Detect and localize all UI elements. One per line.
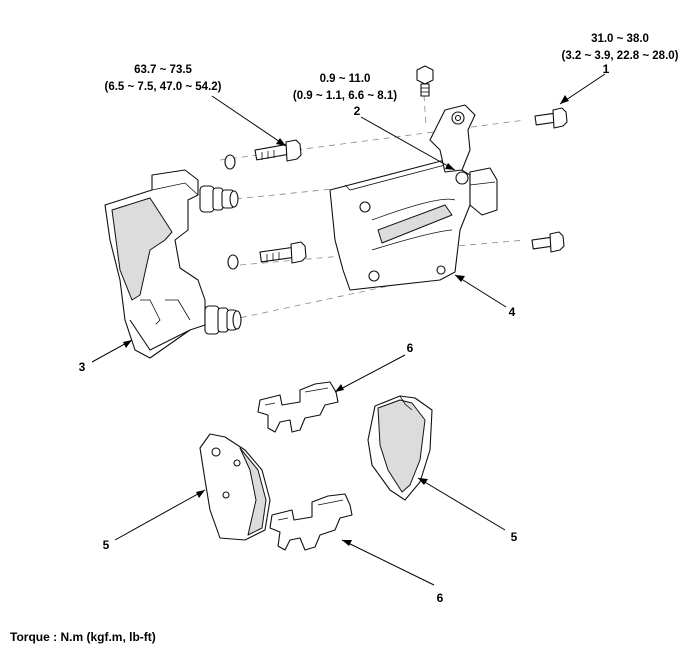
callout-1: 1 [603, 62, 610, 76]
guide-pin-boot-lower [204, 305, 242, 335]
leader-lines [91, 73, 606, 586]
svg-text:(3.2 ~ 3.9, 22.8 ~ 28.0): (3.2 ~ 3.9, 22.8 ~ 28.0) [562, 50, 679, 62]
guide-pin-boot-upper [199, 185, 239, 213]
callout-5-left: 5 [103, 538, 110, 552]
torque-spec-bleeder: 0.9 ~ 11.0 (0.9 ~ 1.1, 6.6 ~ 8.1) [293, 73, 397, 102]
guide-rod-bolt-lower [531, 231, 565, 253]
guide-rod-bolt-upper [534, 107, 568, 129]
svg-text:63.7 ~ 73.5: 63.7 ~ 73.5 [134, 64, 192, 76]
callout-labels: 1 2 3 4 5 5 6 6 [79, 62, 610, 605]
callout-6-upper: 6 [407, 341, 414, 355]
callout-6-lower: 6 [437, 591, 444, 605]
pad-retainer-clip-lower [269, 493, 353, 551]
svg-text:(0.9 ~ 1.1, 6.6 ~ 8.1): (0.9 ~ 1.1, 6.6 ~ 8.1) [293, 90, 397, 102]
svg-text:31.0 ~ 38.0: 31.0 ~ 38.0 [591, 33, 649, 45]
caliper-carrier [104, 169, 206, 359]
callout-2: 2 [354, 104, 361, 118]
torque-spec-carrier-bolt: 63.7 ~ 73.5 (6.5 ~ 7.5, 47.0 ~ 54.2) [105, 64, 222, 93]
brake-pad-right [367, 395, 433, 501]
callout-5-right: 5 [511, 530, 518, 544]
svg-text:0.9 ~ 11.0: 0.9 ~ 11.0 [320, 73, 371, 85]
torque-spec-guide-rod-bolt: 31.0 ~ 38.0 (3.2 ~ 3.9, 22.8 ~ 28.0) [562, 33, 679, 62]
callout-3: 3 [79, 360, 86, 374]
svg-text:(6.5 ~ 7.5, 47.0 ~ 54.2): (6.5 ~ 7.5, 47.0 ~ 54.2) [105, 81, 222, 93]
pad-retainer-clip-upper [257, 381, 339, 433]
caliper-body [329, 104, 498, 291]
callout-4: 4 [509, 305, 516, 319]
carrier-bolt-upper [224, 139, 302, 170]
torque-units-note: Torque : N.m (kgf.m, lb-ft) [10, 630, 156, 644]
carrier-bolt-lower [227, 241, 307, 270]
brake-pad-left [199, 433, 271, 541]
bleeder-screw [416, 65, 434, 97]
